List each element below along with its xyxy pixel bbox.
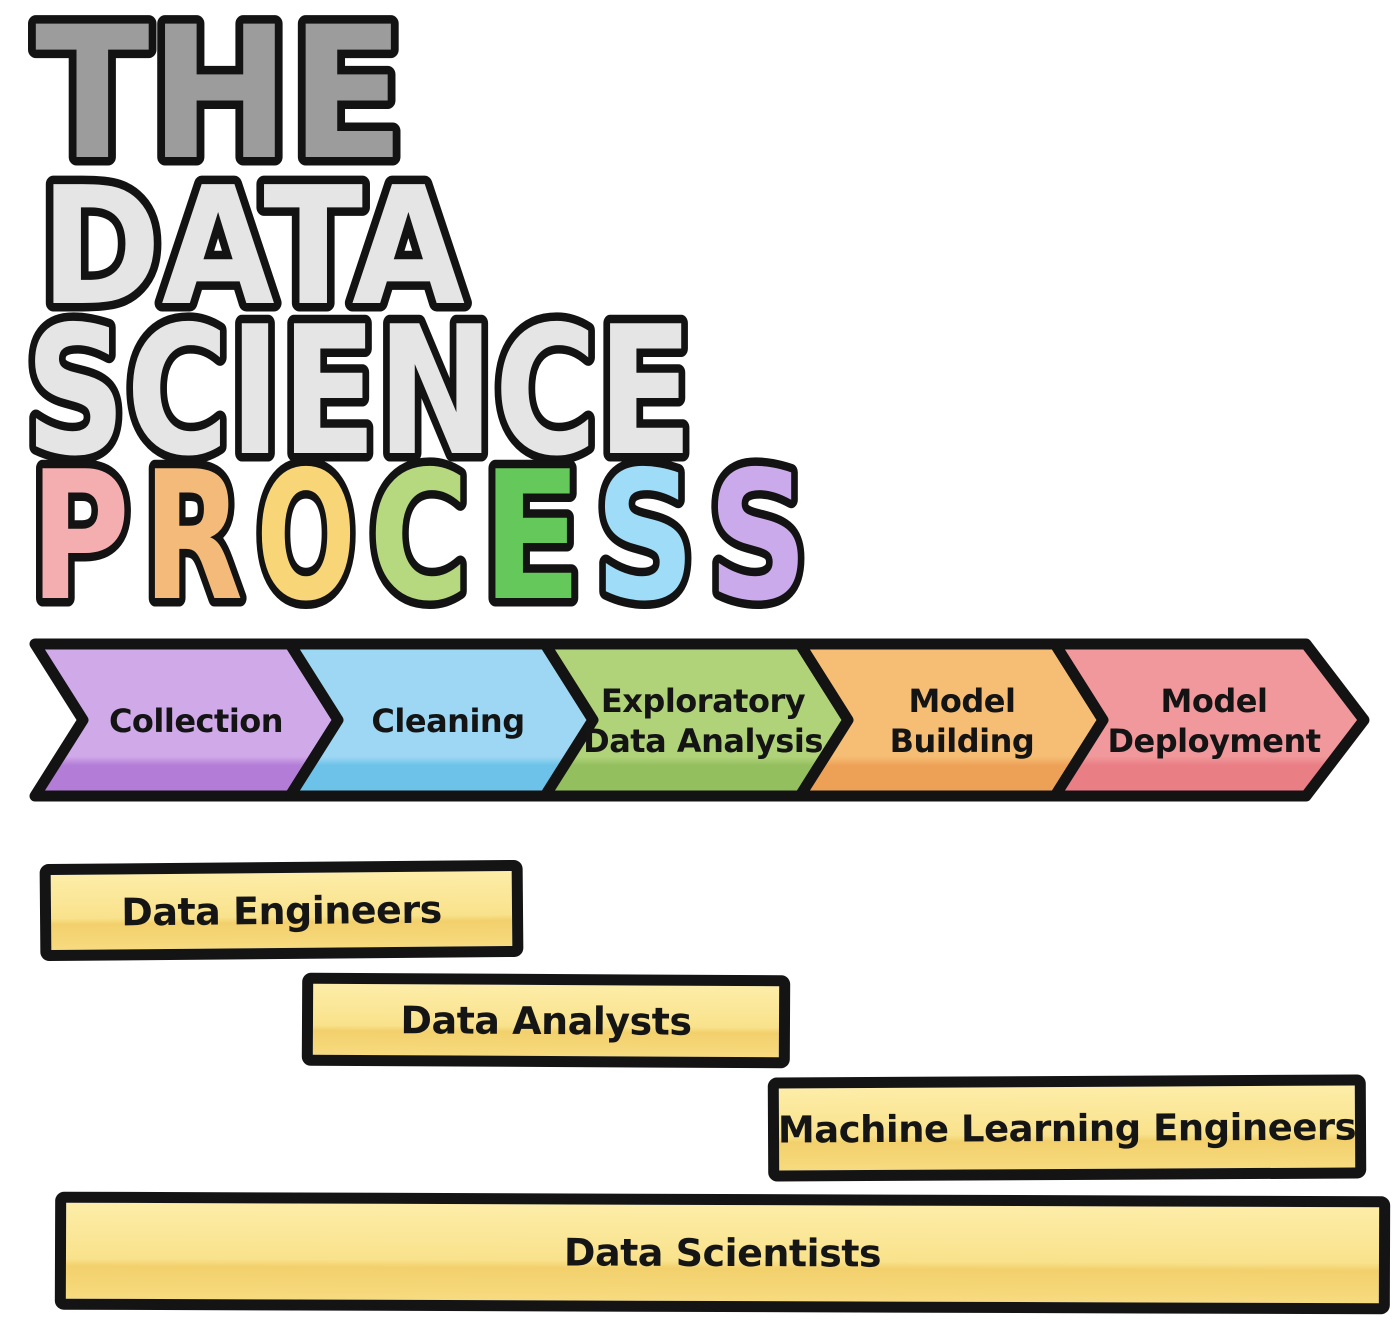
step-label: Collection [109, 702, 283, 740]
role-bar-data-scientists: Data Scientists [54, 1191, 1391, 1315]
role-label: Data Analysts [400, 997, 692, 1044]
role-bar-data-engineers: Data Engineers [39, 859, 524, 962]
step-label: Cleaning [371, 702, 524, 740]
process-step-exploratory-data-analysis: Exploratory Data Analysis [539, 638, 854, 802]
title-block: THE DATA SCIENCE P R O C E S S [17, 0, 817, 625]
role-label: Machine Learning Engineers [777, 1104, 1357, 1152]
title-word-data: DATA [40, 153, 465, 342]
process-step-model-deployment: Model Deployment [1049, 638, 1370, 802]
step-label-line1: Exploratory [601, 682, 806, 720]
role-bar-data-analysts: Data Analysts [301, 972, 791, 1069]
step-label-line2: Building [890, 722, 1035, 760]
process-step-collection: Collection [29, 638, 344, 802]
process-letter-e: E [482, 433, 582, 625]
process-letter-s2: S [708, 433, 808, 625]
role-label: Data Engineers [121, 887, 442, 934]
role-bar-machine-learning-engineers: Machine Learning Engineers [767, 1074, 1367, 1182]
step-label-line2: Data Analysis [583, 722, 823, 760]
process-flow: Collection Cleaning Exploratory Data Ana… [29, 638, 1370, 802]
process-letter-r: R [143, 433, 243, 625]
title-word-process: P R O C E S S [30, 433, 808, 625]
chevron-arrow-shape [794, 638, 1109, 802]
process-step-cleaning: Cleaning [284, 638, 599, 802]
process-letter-c: C [369, 433, 469, 625]
title-word-the: THE [35, 0, 405, 201]
role-label: Data Scientists [563, 1230, 882, 1276]
process-letter-o: O [256, 433, 356, 625]
chevron-arrow-shape [539, 638, 854, 802]
step-label-line1: Model [909, 682, 1016, 720]
title-word-science: SCIENCE [25, 288, 693, 495]
step-label-line1: Model [1161, 682, 1268, 720]
process-letter-p: P [30, 433, 130, 625]
chevron-arrow-shape [1049, 638, 1370, 802]
process-step-model-building: Model Building [794, 638, 1109, 802]
step-label-line2: Deployment [1107, 722, 1320, 760]
process-letter-s1: S [595, 433, 695, 625]
